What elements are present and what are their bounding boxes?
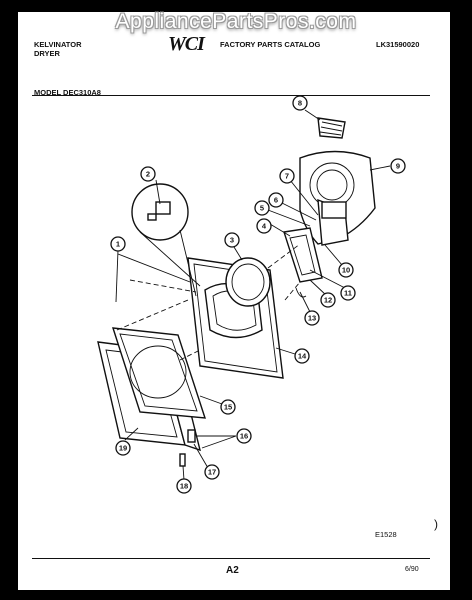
page-number: A2 (226, 565, 239, 576)
duct-assembly (299, 150, 376, 246)
callout-17: 17 (204, 464, 220, 480)
callout-label: 7 (285, 172, 289, 181)
footer-rule (32, 558, 430, 559)
callout-label: 9 (396, 162, 400, 171)
product-type: DRYER (34, 49, 60, 58)
lint-filter (317, 117, 346, 139)
callout-label: 4 (262, 222, 267, 231)
callout-label: 12 (324, 296, 332, 305)
duct-gasket (283, 227, 323, 283)
callout-label: 14 (298, 352, 307, 361)
diagram-code: E1528 (375, 530, 397, 539)
callout-label: 6 (274, 196, 278, 205)
callout-16: 16 (236, 428, 252, 444)
door-seal (225, 257, 271, 307)
callout-14: 14 (294, 348, 310, 364)
callout-label: 15 (224, 403, 232, 412)
door-switch-inset (131, 183, 189, 241)
callout-label: 1 (116, 240, 120, 249)
callout-label: 3 (230, 236, 234, 245)
callout-label: 13 (308, 314, 316, 323)
callout-18: 18 (176, 478, 192, 494)
callout-13: 13 (304, 310, 320, 326)
hinge-pin (179, 453, 186, 467)
callout-5: 5 (254, 200, 270, 216)
wci-logo: WCI (168, 33, 205, 55)
duct-clip (295, 287, 307, 298)
callout-label: 18 (180, 482, 188, 491)
brand-name: KELVINATOR (34, 40, 82, 49)
catalog-code: LK31590020 (376, 40, 420, 49)
callout-label: 16 (240, 432, 248, 441)
callout-label: 8 (298, 99, 302, 108)
callout-9: 9 (390, 158, 406, 174)
catalog-title: FACTORY PARTS CATALOG (220, 40, 321, 49)
callout-2: 2 (140, 166, 156, 182)
margin-mark: ) (434, 517, 438, 531)
callout-1: 1 (110, 236, 126, 252)
header-rule (32, 95, 430, 96)
model-number: MODEL DEC310A8 (34, 88, 101, 97)
callout-12: 12 (320, 292, 336, 308)
callout-label: 19 (119, 444, 127, 453)
revision-date: 6/90 (405, 566, 419, 573)
watermark: AppliancePartsPros.com (115, 10, 357, 33)
callout-label: 17 (208, 468, 216, 477)
callout-19: 19 (115, 440, 131, 456)
callout-8: 8 (292, 95, 308, 111)
callout-3: 3 (224, 232, 240, 248)
callout-label: 2 (146, 170, 150, 179)
callout-11: 11 (340, 285, 356, 301)
callout-label: 11 (344, 289, 352, 298)
inner-door (112, 327, 206, 419)
callout-4: 4 (256, 218, 272, 234)
callout-label: 10 (342, 266, 350, 275)
hinge-bracket (187, 429, 196, 443)
callout-6: 6 (268, 192, 284, 208)
callout-label: 5 (260, 204, 264, 213)
callout-10: 10 (338, 262, 354, 278)
callout-15: 15 (220, 399, 236, 415)
callout-7: 7 (279, 168, 295, 184)
